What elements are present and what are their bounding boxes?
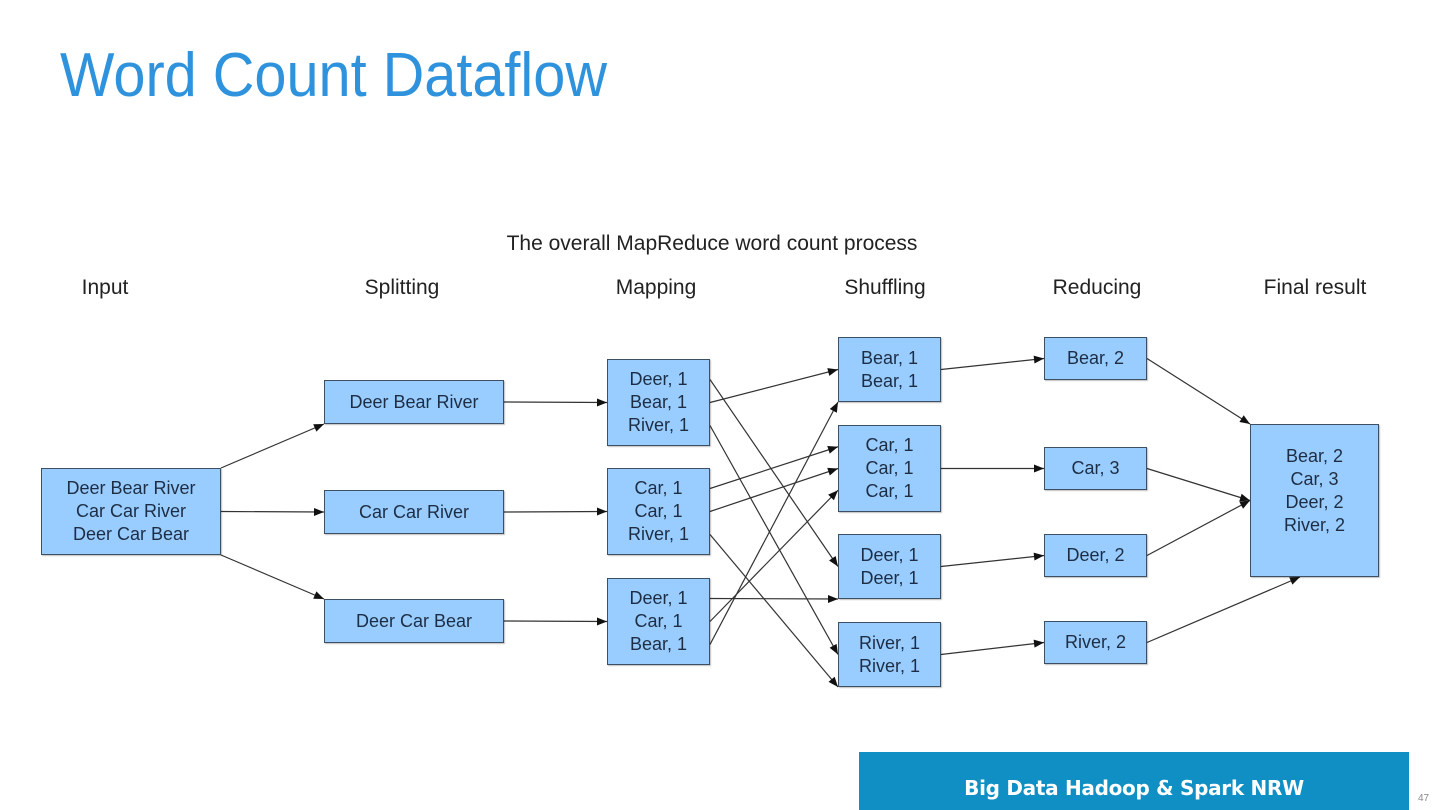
edge-map_1-to-shuffle_bear — [709, 368, 839, 404]
node-line: Bear, 1 — [860, 370, 919, 391]
edge-split_2-to-map_2 — [503, 507, 608, 516]
reduce-node-river: River, 2 — [1044, 621, 1147, 664]
edge-shuffle_bear-to-reduce_bear — [940, 355, 1045, 371]
node-line: Bear, 1 — [860, 347, 919, 368]
node-line: River, 2 — [1064, 632, 1127, 652]
node-line: Deer Car Bear — [72, 524, 190, 544]
node-line: Deer, 2 — [1066, 545, 1125, 565]
edge-shuffle_river-to-reduce_river — [940, 639, 1045, 656]
node-line: Deer Bear River — [66, 478, 196, 498]
node-line: Bear, 1 — [629, 392, 688, 412]
stage-label-mapping: Mapping — [615, 276, 697, 299]
edge-shuffle_deer-to-reduce_deer — [940, 552, 1045, 568]
node-line: Car Car River — [358, 501, 469, 522]
node-line: Car, 3 — [1290, 468, 1339, 489]
node-line: Car, 1 — [634, 611, 683, 631]
node-line: River, 1 — [858, 632, 921, 653]
node-line: Deer, 1 — [860, 567, 919, 588]
split-node-3: Deer Car Bear — [324, 599, 504, 643]
node-line: Car, 1 — [865, 435, 914, 455]
node-line: Car Car River — [75, 501, 186, 521]
edge-map_1-to-shuffle_river — [709, 425, 839, 655]
edge-map_2-to-shuffle_river — [709, 534, 839, 688]
node-line: Deer, 1 — [629, 369, 688, 389]
node-line: Car, 1 — [634, 501, 683, 521]
footer-banner: Big Data Hadoop & Spark NRW — [859, 752, 1409, 810]
edge-split_1-to-map_1 — [503, 398, 608, 407]
stage-label-input: Input — [81, 276, 129, 299]
node-line: Car, 3 — [1071, 458, 1120, 478]
stage-label-shuffling: Shuffling — [844, 276, 926, 299]
slide-title: Word Count Dataflow — [60, 41, 607, 110]
edge-map_3-to-shuffle_bear — [709, 401, 839, 645]
reduce-node-deer: Deer, 2 — [1044, 534, 1147, 577]
reduce-node-car: Car, 3 — [1044, 447, 1147, 490]
edge-map_3-to-shuffle_car — [709, 489, 839, 622]
stage-label-splitting: Splitting — [364, 276, 440, 299]
edge-map_2-to-shuffle_car — [709, 446, 839, 490]
map-node-3: Deer, 1 Car, 1 Bear, 1 — [607, 578, 710, 665]
diagram-title: The overall MapReduce word count process — [506, 232, 918, 255]
split-node-1: Deer Bear River — [324, 380, 504, 424]
node-line: Deer Car Bear — [355, 610, 473, 631]
node-line: Bear, 1 — [629, 634, 688, 654]
node-line: Deer, 1 — [860, 544, 919, 565]
node-line: Car, 1 — [865, 458, 914, 478]
edge-map_2-to-shuffle_car — [709, 467, 839, 513]
node-line: Bear, 2 — [1285, 445, 1344, 466]
edge-reduce_deer-to-final — [1146, 499, 1251, 557]
shuffle-node-car: Car, 1 Car, 1 Car, 1 — [838, 425, 941, 512]
node-line: Deer Bear River — [349, 391, 479, 412]
stage-label-final-result: Final result — [1263, 276, 1367, 299]
edge-reduce_bear-to-final — [1146, 357, 1251, 425]
edge-reduce_river-to-final — [1146, 576, 1301, 644]
node-line: Bear, 2 — [1066, 348, 1125, 368]
edge-input-to-split_2 — [220, 507, 325, 516]
node-line: Deer, 2 — [1285, 491, 1344, 512]
edge-input-to-split_1 — [220, 423, 325, 469]
node-line: River, 1 — [627, 524, 690, 544]
node-line: Car, 1 — [865, 481, 914, 501]
edge-reduce_car-to-final — [1146, 467, 1251, 502]
reduce-node-bear: Bear, 2 — [1044, 337, 1147, 380]
page-number: 47 — [1418, 793, 1430, 804]
edge-map_1-to-shuffle_deer — [709, 379, 839, 567]
node-line: River, 1 — [858, 655, 921, 676]
node-line: Deer, 1 — [629, 588, 688, 608]
edge-split_3-to-map_3 — [503, 617, 608, 626]
map-node-2: Car, 1 Car, 1 River, 1 — [607, 468, 710, 555]
edge-input-to-split_3 — [220, 554, 325, 600]
stage-label-reducing: Reducing — [1052, 276, 1142, 299]
node-line: River, 1 — [627, 415, 690, 435]
node-line: River, 2 — [1283, 514, 1346, 535]
footer-text: Big Data Hadoop & Spark NRW — [964, 776, 1304, 800]
split-node-2: Car Car River — [324, 490, 504, 534]
node-line: Car, 1 — [634, 478, 683, 498]
map-node-1: Deer, 1 Bear, 1 River, 1 — [607, 359, 710, 446]
edge-map_3-to-shuffle_deer — [709, 594, 839, 603]
